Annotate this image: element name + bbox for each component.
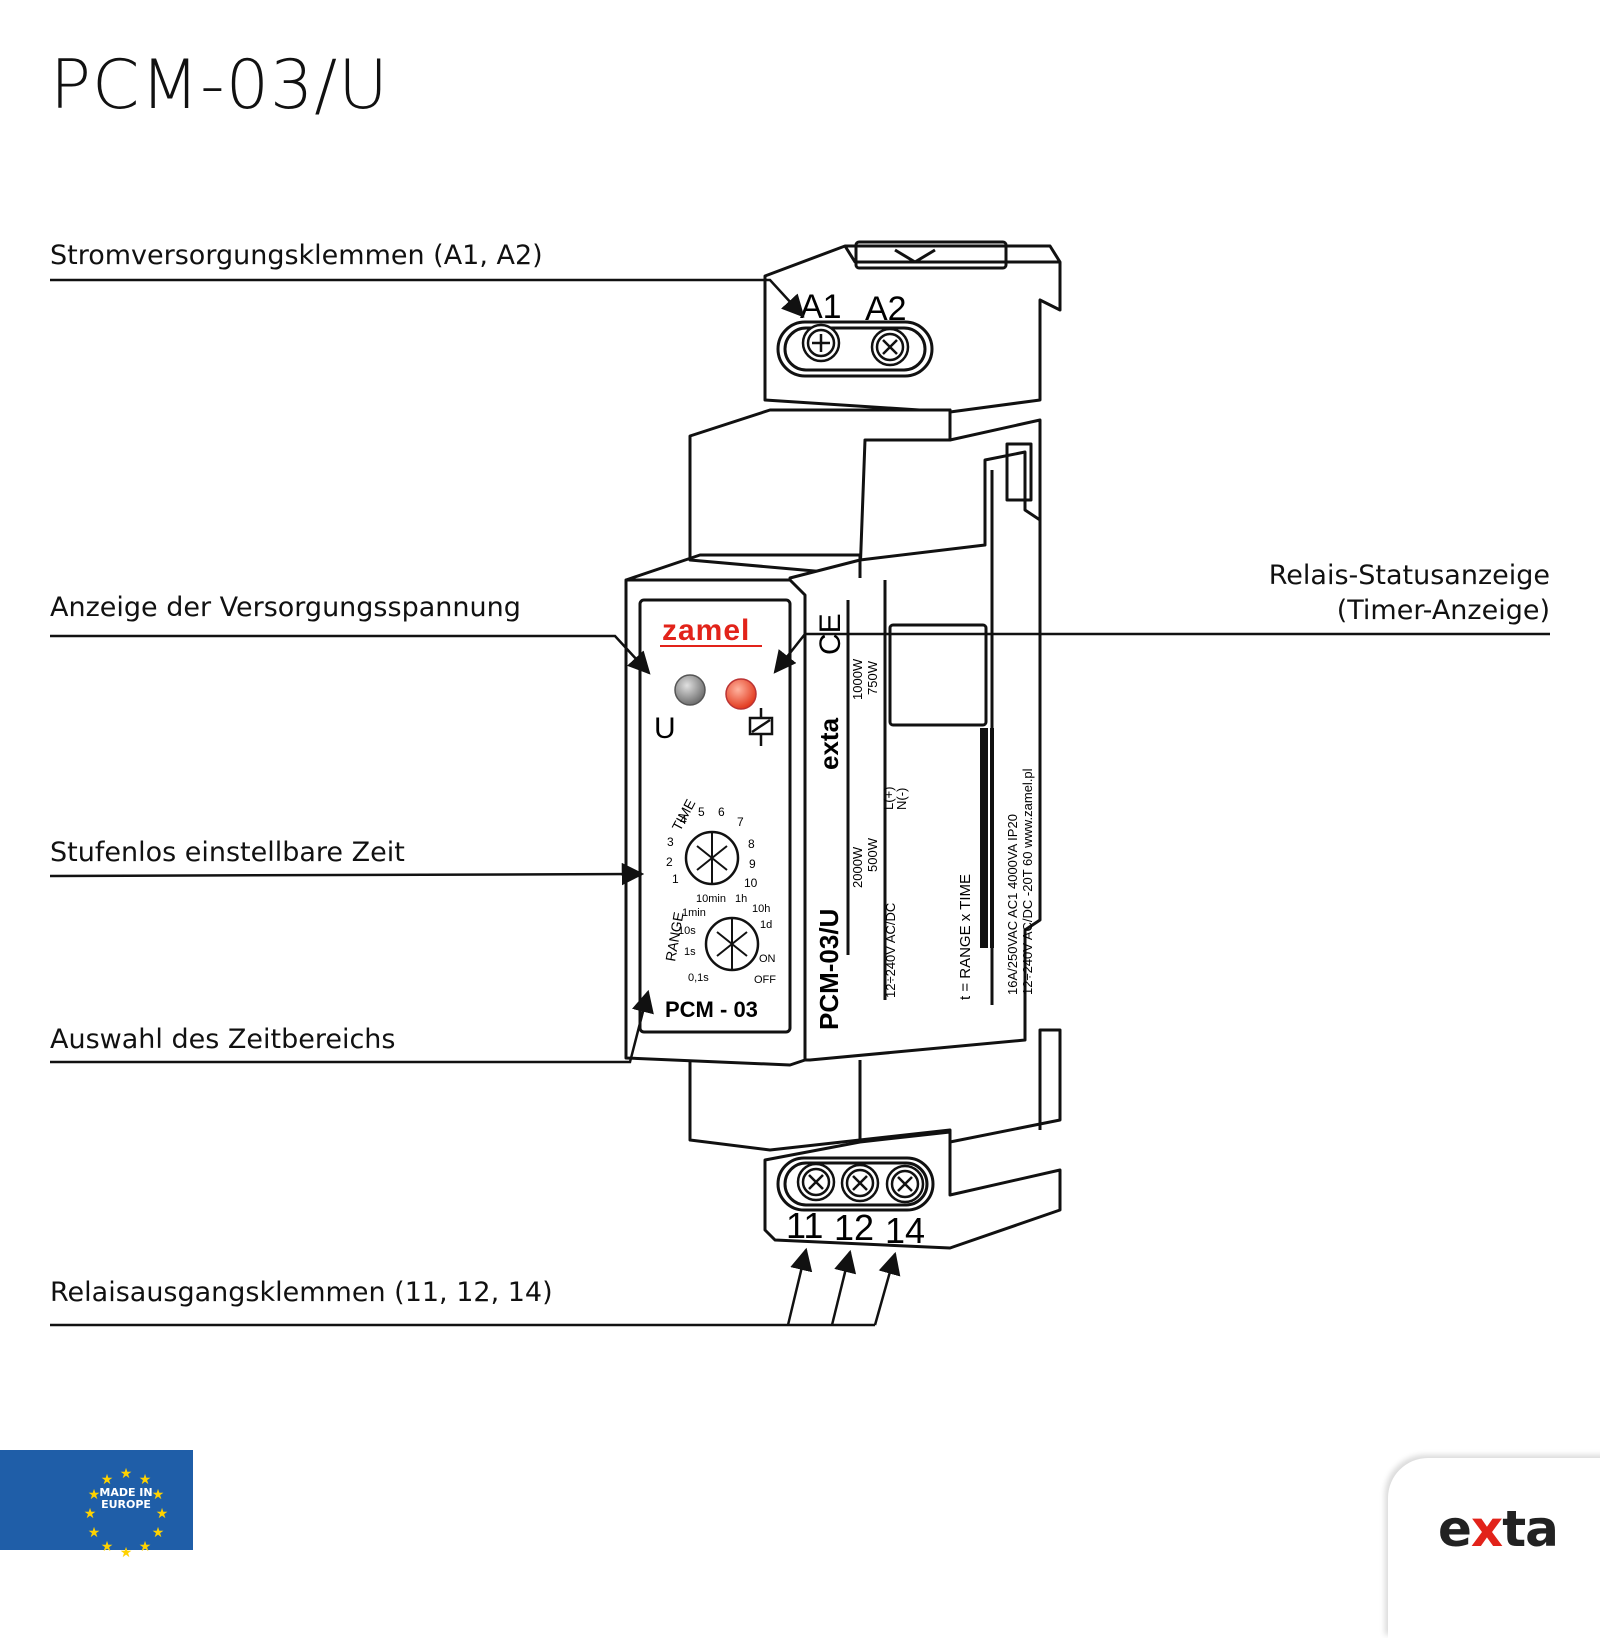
label-time-adjust: Stufenlos einstellbare Zeit: [50, 837, 405, 868]
svg-text:★: ★: [120, 1465, 133, 1481]
made-in-europe-badge: [0, 1450, 193, 1550]
logo-part-ta: ta: [1502, 1500, 1559, 1558]
time-tick-8: 8: [748, 837, 755, 851]
time-tick-10: 10: [744, 876, 758, 890]
side-model-label: PCM-03/U: [814, 909, 844, 1030]
load-750w: 750W: [865, 660, 880, 695]
label-relay-status-line2: (Timer-Anzeige): [1336, 595, 1550, 627]
time-tick-6: 6: [718, 805, 725, 819]
range-tick-off: OFF: [754, 974, 776, 986]
range-tick-10min: 10min: [696, 893, 726, 905]
load-2000w: 2000W: [850, 846, 865, 888]
eu-line-1: MADE IN: [99, 1486, 153, 1499]
svg-text:★: ★: [101, 1471, 114, 1487]
time-tick-5: 5: [698, 805, 705, 819]
range-dial[interactable]: [704, 916, 760, 972]
load-1000w: 1000W: [850, 658, 865, 700]
load-500w: 500W: [865, 837, 880, 872]
screw-a2: [870, 327, 910, 367]
terminal-label-14: 14: [885, 1210, 925, 1251]
svg-text:★: ★: [84, 1505, 97, 1521]
exta-logo: exta: [1438, 1500, 1559, 1558]
time-tick-3: 3: [667, 835, 674, 849]
svg-text:★: ★: [152, 1486, 165, 1502]
supply-range: 12÷240V AC/DC: [883, 903, 898, 998]
svg-text:★: ★: [152, 1524, 165, 1540]
time-scale: 1 2 3 4 5 6 7 8 9 10: [666, 805, 758, 890]
page-title: PCM-03/U: [50, 46, 389, 125]
device-drawing: A1 A2 11 12 14 zamel U TIME 1 2 3 4 5 6 …: [49, 240, 1550, 1560]
product-diagram: PCM-03/U Stromversorgungsklemmen (A1, A2…: [0, 46, 1559, 1560]
label-range-select: Auswahl des Zeitbereichs: [50, 1024, 396, 1055]
svg-text:★: ★: [120, 1544, 133, 1560]
svg-text:★: ★: [139, 1471, 152, 1487]
time-tick-2: 2: [666, 855, 673, 869]
range-tick-on: ON: [759, 953, 776, 965]
spec-line-1: 16A/250VAC AC1 4000VA IP20: [1005, 814, 1020, 995]
time-tick-9: 9: [749, 857, 756, 871]
time-tick-4: 4: [680, 813, 687, 827]
label-relay-status-line1: Relais-Statusanzeige: [1268, 560, 1550, 591]
label-relay-terminals: Relaisausgangsklemmen (11, 12, 14): [50, 1277, 553, 1308]
led-supply: [674, 674, 706, 706]
range-tick-1min: 1min: [682, 907, 706, 919]
svg-text:★: ★: [156, 1505, 169, 1521]
leader-terminal-12: [830, 1249, 857, 1326]
range-tick-10h: 10h: [752, 903, 770, 915]
label-power-terminals: Stromversorgungsklemmen (A1, A2): [50, 240, 543, 271]
terminal-label-12: 12: [834, 1207, 874, 1248]
leader-time-adjust: [49, 862, 645, 886]
terminal-label-a1: A1: [800, 288, 842, 326]
leader-supply-indicator: [50, 634, 651, 675]
eu-stars: ★ ★ ★ ★ ★ ★ ★ ★ ★ ★ ★ ★: [84, 1465, 169, 1560]
brand-zamel-logo: zamel: [662, 614, 750, 647]
terminal-label-a2: A2: [865, 290, 907, 328]
led-relay: [725, 678, 757, 710]
svg-text:★: ★: [101, 1538, 114, 1554]
device-front-panel: [624, 578, 807, 1067]
svg-text:★: ★: [88, 1486, 101, 1502]
screw-12: [840, 1163, 880, 1203]
range-tick-1d: 1d: [760, 919, 772, 931]
logo-part-e: e: [1438, 1500, 1472, 1558]
range-tick-1s: 1s: [684, 946, 696, 958]
svg-text:★: ★: [88, 1524, 101, 1540]
front-model-label: PCM - 03: [665, 997, 758, 1022]
eu-line-2: EUROPE: [101, 1497, 151, 1511]
time-dial[interactable]: [684, 830, 740, 886]
leader-terminal-11: [786, 1247, 813, 1326]
screw-a1: [801, 323, 841, 363]
spec-line-2: 12÷240V AC/DC -20T 60 www.zamel.pl: [1020, 768, 1035, 995]
range-tick-01s: 0,1s: [688, 972, 709, 984]
label-relay-status: Relais-Statusanzeige (Timer-Anzeige): [1269, 558, 1550, 628]
made-in-europe-text: MADE IN EUROPE: [96, 1487, 156, 1510]
leader-range-select: [50, 989, 654, 1064]
side-exta-logo: exta: [814, 717, 844, 770]
time-tick-7: 7: [737, 815, 744, 829]
leader-terminal-14: [873, 1251, 901, 1326]
label-supply-indicator: Anzeige der Versorgungsspannung: [50, 592, 521, 623]
terminal-label-11: 11: [786, 1205, 823, 1246]
leader-relay-status: [773, 632, 1550, 674]
range-scale: 0,1s 1s 10s 1min 10min 1h 10h 1d ON OFF: [678, 893, 776, 986]
range-tick-1h: 1h: [735, 893, 747, 905]
time-tick-1: 1: [672, 872, 679, 886]
polarity-n: N(-): [894, 788, 909, 810]
polarity-l: L(+): [881, 787, 896, 810]
led-supply-label: U: [654, 712, 676, 745]
device-side-panel: [788, 450, 1042, 1062]
screw-11: [796, 1162, 836, 1202]
relay-coil-icon: [748, 708, 774, 746]
svg-text:★: ★: [139, 1538, 152, 1554]
logo-part-x: x: [1470, 1500, 1503, 1558]
leader-power-terminals: [50, 278, 805, 318]
side-specs: 1000W 750W 2000W 500W 12÷240V AC/DC L(+)…: [850, 658, 1035, 1000]
range-tick-10s: 10s: [678, 925, 696, 937]
time-formula: t = RANGE x TIME: [957, 874, 974, 1000]
timing-diagram: [980, 728, 994, 948]
screw-14: [885, 1164, 925, 1204]
